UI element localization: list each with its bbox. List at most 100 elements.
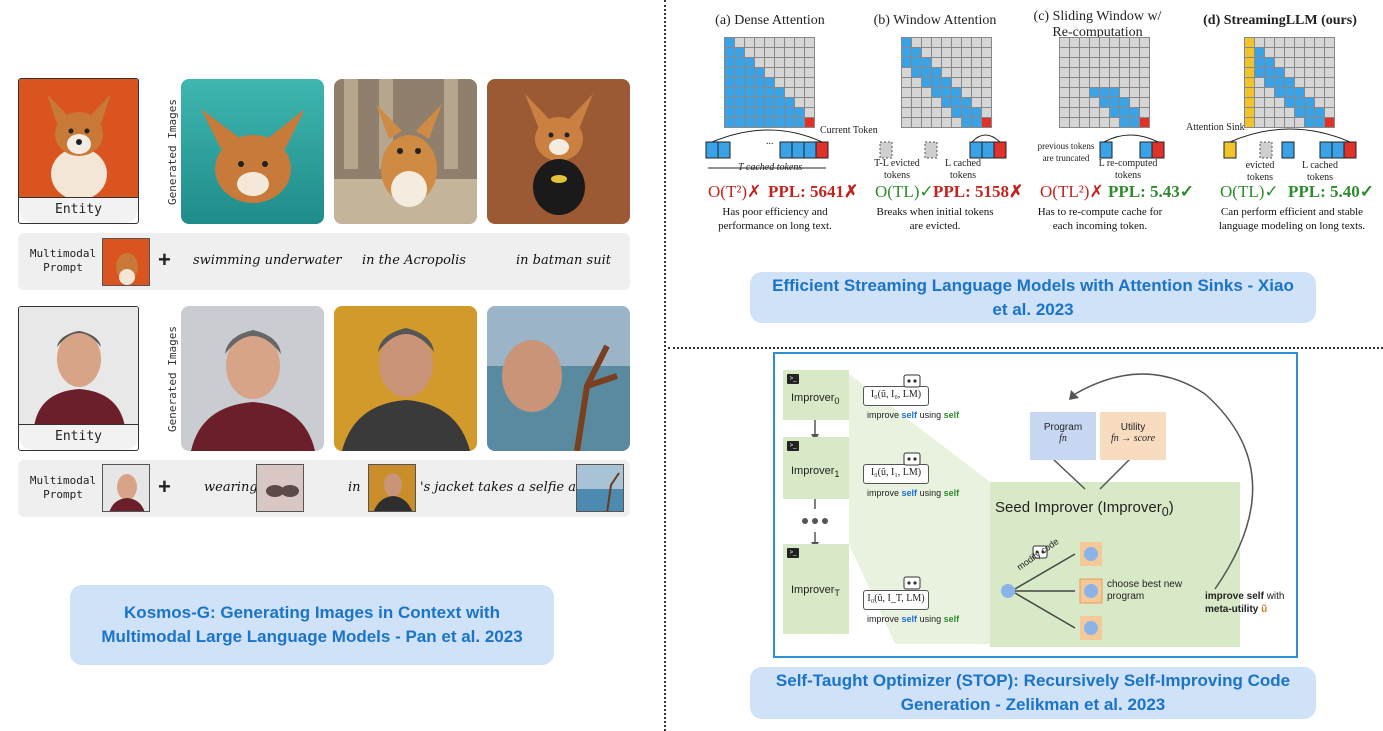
attention-cell bbox=[1325, 38, 1334, 47]
attention-cell bbox=[1245, 108, 1254, 117]
attention-cell bbox=[1285, 118, 1294, 127]
attention-cell bbox=[1245, 58, 1254, 67]
terminal-icon: >_ bbox=[787, 441, 799, 451]
panel-d-title: (d) StreamingLLM (ours) bbox=[1203, 13, 1357, 28]
attention-cell bbox=[982, 88, 991, 97]
attention-cell bbox=[1325, 108, 1334, 117]
attention-cell bbox=[902, 108, 911, 117]
attention-cell bbox=[902, 88, 911, 97]
attention-cell bbox=[775, 98, 784, 107]
prompt-text: in bbox=[348, 480, 361, 495]
panel-a-desc: Has poor efficiency and performance on l… bbox=[718, 206, 832, 232]
panel-b-complexity: O(TL)✓ bbox=[875, 182, 934, 201]
attention-cell bbox=[1130, 68, 1139, 77]
improver-T-box: >_ ImproverT bbox=[783, 544, 849, 634]
attention-cell bbox=[1285, 58, 1294, 67]
attention-cell bbox=[735, 78, 744, 87]
generated-man-sweater bbox=[181, 306, 324, 451]
entity-label: Entity bbox=[19, 197, 138, 223]
attention-cell bbox=[1305, 48, 1314, 57]
attention-cell bbox=[1080, 48, 1089, 57]
plus-icon: + bbox=[158, 247, 171, 272]
attention-cell bbox=[1255, 88, 1264, 97]
attention-cell bbox=[755, 118, 764, 127]
attention-cell bbox=[962, 78, 971, 87]
panel-c-cache-label: L re-computed tokens bbox=[1098, 158, 1158, 181]
attention-cell bbox=[922, 98, 931, 107]
attention-cell bbox=[725, 118, 734, 127]
improver-T-label: ImproverT bbox=[791, 584, 840, 599]
plus-icon: + bbox=[158, 474, 171, 499]
attention-cell bbox=[982, 98, 991, 107]
panel-b-desc: Breaks when initial tokens are evicted. bbox=[876, 206, 994, 232]
attention-cell bbox=[912, 88, 921, 97]
attention-cell bbox=[1255, 78, 1264, 87]
attention-cell bbox=[1140, 88, 1149, 97]
attention-cell bbox=[1305, 118, 1314, 127]
attention-cell bbox=[1265, 88, 1274, 97]
attention-cell bbox=[745, 118, 754, 127]
attention-cell bbox=[922, 58, 931, 67]
attention-cell bbox=[1140, 98, 1149, 107]
panel-a-cache-label: T cached tokens bbox=[738, 162, 803, 173]
attention-cell bbox=[1275, 118, 1284, 127]
attention-cell bbox=[765, 58, 774, 67]
generated-man-selfie bbox=[487, 306, 630, 451]
attention-cell bbox=[1245, 68, 1254, 77]
attention-cell bbox=[972, 118, 981, 127]
attention-cell bbox=[795, 78, 804, 87]
attention-cell bbox=[922, 108, 931, 117]
attention-cell bbox=[962, 108, 971, 117]
attention-cell bbox=[1305, 108, 1314, 117]
prompt-text: in the Acropolis bbox=[362, 253, 466, 268]
panel-c-desc: Has to re-compute cache for each incomin… bbox=[1037, 206, 1163, 232]
attention-cell bbox=[962, 118, 971, 127]
multimodal-prompt-label: Multimodal Prompt bbox=[29, 247, 97, 274]
attention-cell bbox=[942, 38, 951, 47]
attention-cell bbox=[805, 118, 814, 127]
attention-cell bbox=[1315, 88, 1324, 97]
attention-cell bbox=[745, 58, 754, 67]
attention-cell bbox=[1140, 48, 1149, 57]
attention-cell bbox=[745, 48, 754, 57]
attention-cell bbox=[1255, 108, 1264, 117]
attention-cell bbox=[745, 88, 754, 97]
attention-cell bbox=[932, 38, 941, 47]
attention-cell bbox=[785, 48, 794, 57]
entity-card-man: Entity bbox=[18, 306, 139, 451]
attention-cell bbox=[952, 78, 961, 87]
attention-cell bbox=[795, 118, 804, 127]
attention-cell bbox=[1080, 118, 1089, 127]
attention-cell bbox=[805, 78, 814, 87]
panel-d-cache-label: L cached tokens bbox=[1302, 160, 1338, 183]
attention-cell bbox=[1110, 68, 1119, 77]
attention-cell bbox=[1315, 38, 1324, 47]
dog-entity-image bbox=[19, 79, 138, 200]
attention-cell bbox=[1315, 108, 1324, 117]
attention-cell bbox=[942, 78, 951, 87]
attention-cell bbox=[1130, 38, 1139, 47]
attention-cell bbox=[1245, 78, 1254, 87]
attention-cell bbox=[775, 118, 784, 127]
prompt-bar-1: Multimodal Prompt + swimming underwater … bbox=[18, 233, 630, 290]
attention-cell bbox=[932, 88, 941, 97]
attention-cell bbox=[942, 118, 951, 127]
attention-cell bbox=[1275, 88, 1284, 97]
current-token-label: Current Token bbox=[820, 125, 878, 136]
attention-cell bbox=[1295, 48, 1304, 57]
attention-cell bbox=[1285, 38, 1294, 47]
attention-cell bbox=[912, 98, 921, 107]
attention-cell bbox=[952, 38, 961, 47]
stop-figure: >_ Improver0 >_ Improver1 >_ ImproverT I… bbox=[773, 352, 1298, 658]
attention-cell bbox=[1120, 108, 1129, 117]
attention-cell bbox=[972, 98, 981, 107]
prompt-bar-2: Multimodal Prompt + wearing in 's jacket… bbox=[18, 460, 630, 517]
attention-cell bbox=[1285, 68, 1294, 77]
attention-cell bbox=[1245, 38, 1254, 47]
attention-cell bbox=[1295, 78, 1304, 87]
attention-cell bbox=[1305, 58, 1314, 67]
attention-cell bbox=[805, 48, 814, 57]
attention-cell bbox=[1265, 58, 1274, 67]
attention-cell bbox=[952, 48, 961, 57]
program-box: Program fn bbox=[1030, 412, 1096, 460]
